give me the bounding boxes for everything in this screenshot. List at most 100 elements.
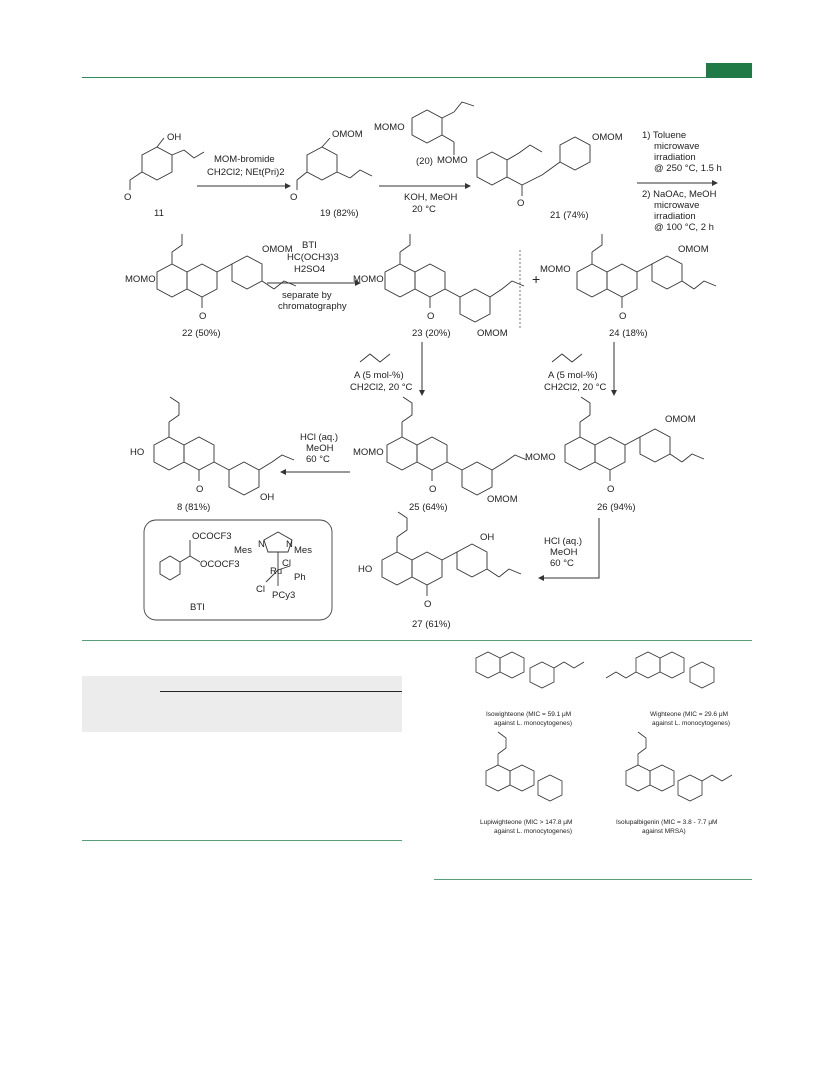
cl-top-label: Cl	[282, 558, 291, 569]
step4-line-5: chromatography	[278, 301, 347, 312]
o-label-24: O	[619, 311, 626, 322]
compound-23-label: 23 (20%)	[412, 328, 451, 339]
deprot-b-line-3: 60 °C	[550, 558, 574, 569]
n-right-label: N	[286, 539, 293, 550]
isolupalbigenin-caption-2: against MRSA)	[642, 828, 686, 835]
compound-21-label: 21 (74%)	[550, 210, 589, 221]
isowighteone-caption-2: against L. monocytogenes)	[494, 720, 572, 727]
omom-label-24: OMOM	[678, 244, 709, 255]
oh-label-11: OH	[167, 132, 181, 143]
n-left-label: N	[258, 539, 265, 550]
pcy3-label: PCy3	[272, 590, 295, 601]
compound-19-label: 19 (82%)	[320, 208, 359, 219]
ru-label: Ru	[270, 566, 282, 577]
plus-sign: +	[532, 271, 540, 287]
arrowhead-2	[465, 183, 471, 189]
step4-line-3: H2SO4	[294, 264, 325, 275]
figure-bottom-rule	[434, 879, 752, 880]
isolupalbigenin-caption-1: Isolupalbigenin (MIC = 3.8 - 7.7 μM	[616, 819, 717, 826]
compound-22-label: 22 (50%)	[182, 328, 221, 339]
mes-left-label: Mes	[234, 545, 252, 556]
mes-right-label: Mes	[294, 545, 312, 556]
momo-label-21: MOMO	[437, 155, 468, 166]
o-label-26: O	[607, 484, 614, 495]
bti-label: BTI	[190, 602, 205, 613]
compound-24-label: 24 (18%)	[609, 328, 648, 339]
step3-line-7: irradiation	[654, 211, 696, 222]
deprot-b-line-1: HCl (aq.)	[544, 536, 582, 547]
o-label-21: O	[517, 198, 524, 209]
omom-label-23: OMOM	[477, 328, 508, 339]
o-label-23: O	[427, 311, 434, 322]
metathesis-b-line-1: A (5 mol-%)	[548, 370, 598, 381]
arrowhead-7	[280, 469, 286, 475]
o-label-22: O	[199, 311, 206, 322]
deprot-a-line-2: MeOH	[306, 443, 334, 454]
table-bottom-rule	[82, 840, 402, 841]
arrowhead-6	[611, 390, 617, 396]
section-rule-top	[82, 640, 752, 641]
arrowhead-4	[355, 280, 361, 286]
o-label-27: O	[424, 599, 431, 610]
deprot-a-line-3: 60 °C	[306, 454, 330, 465]
reagent-20-structure	[411, 101, 475, 155]
step3-line-1: 1) Toluene	[642, 130, 686, 141]
compound-27-structure	[381, 511, 522, 596]
table-header-rule	[160, 691, 402, 692]
wighteone-structure	[605, 651, 715, 689]
oh-label-27: OH	[480, 532, 494, 543]
isowighteone-caption-1: Isowighteone (MIC = 59.1 μM	[486, 711, 571, 718]
compound-24-structure	[576, 234, 717, 308]
compound-21-structure	[476, 136, 591, 196]
lupiwighteone-caption-1: Lupiwighteone (MIC > 147.8 μM	[480, 819, 572, 826]
step4-line-1: BTI	[302, 240, 317, 251]
step4-line-4: separate by	[282, 290, 332, 301]
momo-label-23: MOMO	[353, 274, 384, 285]
ocofcf3-bottom: OCOCF3	[200, 559, 240, 570]
compound-8-label: 8 (81%)	[177, 502, 210, 513]
header-rule	[82, 77, 752, 78]
omom-label-22: OMOM	[262, 244, 293, 255]
omom-label-25: OMOM	[487, 494, 518, 505]
omom-label-19: OMOM	[332, 129, 363, 140]
step3-line-6: microwave	[654, 200, 699, 211]
metathesis-a-line-2: CH2Cl2, 20 °C	[350, 382, 413, 393]
cl-bottom-label: Cl	[256, 584, 265, 595]
compound-26-label: 26 (94%)	[597, 502, 636, 513]
step3-line-5: 2) NaOAc, MeOH	[642, 189, 717, 200]
arrowhead-5	[419, 390, 425, 396]
o-label-11: O	[124, 192, 131, 203]
wighteone-caption-1: Wighteone (MIC = 29.6 μM	[650, 711, 728, 718]
alkene-reagent-a	[359, 353, 391, 363]
deprot-b-line-2: MeOH	[550, 547, 578, 558]
step3-line-2: microwave	[654, 141, 699, 152]
momo-label-24: MOMO	[540, 264, 571, 275]
ho-label-8: HO	[130, 447, 144, 458]
wighteone-caption-2: against L. monocytogenes)	[652, 720, 730, 727]
momo-label-22: MOMO	[125, 274, 156, 285]
compound-26-structure	[564, 396, 705, 481]
momo-label-25: MOMO	[353, 447, 384, 458]
compound-19-structure	[296, 137, 373, 190]
natural-products-panel: Isowighteone (MIC = 59.1 μM against L. m…	[475, 651, 733, 835]
step3-line-3: irradiation	[654, 152, 696, 163]
omom-label-26: OMOM	[665, 414, 696, 425]
isolupalbigenin-structure	[625, 731, 733, 802]
step4-line-2: HC(OCH3)3	[287, 252, 339, 263]
alkene-reagent-b	[551, 353, 583, 363]
compound-23-structure	[384, 234, 525, 323]
compound-11-structure	[129, 137, 205, 190]
o-label-8: O	[196, 484, 203, 495]
o-label-25: O	[429, 484, 436, 495]
bti-structure	[159, 540, 201, 581]
lupiwighteone-structure	[485, 731, 563, 802]
step2-reagent: (20)	[416, 156, 433, 167]
compound-27-label: 27 (61%)	[412, 619, 451, 630]
synthesis-scheme: OH O 11 MOM-bromide CH2Cl2; NEt(Pri)2 OM…	[124, 101, 722, 630]
deprot-a-line-1: HCl (aq.)	[300, 432, 338, 443]
compound-22-structure	[156, 234, 297, 308]
step2-reagent-1: KOH, MeOH	[404, 192, 457, 203]
ph-label: Ph	[294, 572, 306, 583]
metathesis-a-line-1: A (5 mol-%)	[354, 370, 404, 381]
lupiwighteone-caption-2: against L. monocytogenes)	[494, 828, 572, 835]
